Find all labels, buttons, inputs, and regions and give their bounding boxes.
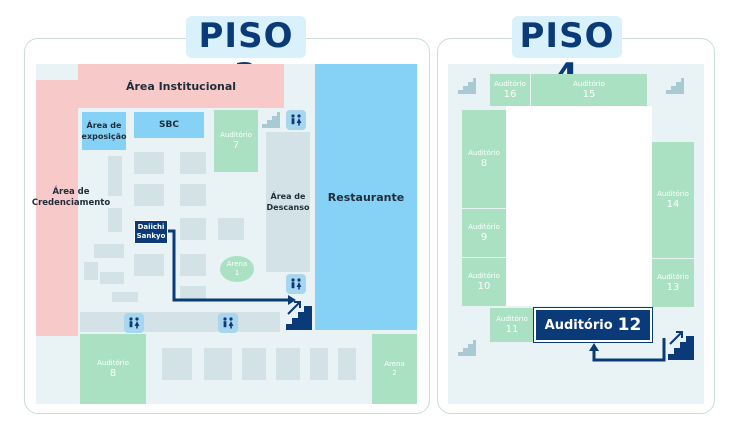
booth-block — [112, 292, 138, 302]
auditorio-7[interactable]: Auditório 7 — [214, 110, 258, 172]
booth-block — [180, 184, 206, 206]
area-descanso-label: Área de Descanso — [266, 192, 310, 212]
auditorio-15-number: 15 — [582, 89, 596, 100]
auditorio-10-number: 10 — [477, 281, 491, 292]
booth-block — [180, 152, 206, 174]
auditorio-16[interactable]: Auditório 16 — [490, 74, 530, 106]
auditorio-12-label: Auditório — [544, 317, 613, 333]
booth-block — [310, 348, 328, 380]
arena-1-number: 1 — [234, 269, 240, 277]
booth-block — [180, 254, 206, 276]
booth-block — [338, 348, 356, 380]
area-institucional[interactable]: Área Institucional — [78, 64, 284, 108]
area-credenciamento[interactable] — [36, 80, 78, 336]
auditorio-10[interactable]: Auditório 10 — [462, 258, 506, 306]
area-descanso[interactable]: Área de Descanso — [266, 132, 310, 272]
sbc-label: SBC — [159, 119, 179, 130]
area-credenciamento-text: Área de Credenciamento — [32, 180, 110, 216]
booth-block — [134, 254, 164, 276]
arena-2[interactable]: Arena 2 — [372, 334, 417, 404]
auditorio-11-label: Auditório — [496, 315, 528, 323]
restroom-icon — [286, 110, 306, 130]
booth-block — [218, 218, 244, 240]
restroom-icon — [286, 274, 306, 294]
auditorio-10-label: Auditório — [468, 272, 500, 280]
auditorio-9-label: Auditório — [468, 223, 500, 231]
booth-block — [134, 184, 164, 206]
restroom-icon — [124, 313, 144, 333]
auditorio-14-number: 14 — [666, 199, 680, 210]
auditorio-16-label: Auditório — [494, 80, 526, 88]
stairs-icon — [666, 78, 684, 94]
restaurante[interactable]: Restaurante — [315, 64, 417, 330]
booth-block — [108, 208, 122, 232]
booth-block — [180, 286, 206, 300]
booth-block — [108, 156, 122, 196]
booth-block — [180, 218, 206, 240]
auditorio-8-label: Auditório — [97, 359, 129, 367]
area-exposicao-label: Área de exposição — [81, 121, 127, 141]
booth-block — [134, 152, 164, 174]
auditorio-7-label: Auditório — [220, 131, 252, 139]
booth-block — [94, 244, 124, 258]
auditorio-14-label: Auditório — [657, 190, 689, 198]
booth-block — [242, 348, 266, 380]
auditorio-9[interactable]: Auditório 9 — [462, 209, 506, 257]
area-exposicao[interactable]: Área de exposição — [82, 112, 126, 150]
stairs-icon — [458, 340, 476, 356]
auditorio-11-number: 11 — [505, 324, 519, 335]
arena-2-label: Arena — [384, 360, 405, 368]
auditorio-8-f4-label: Auditório — [468, 149, 500, 157]
auditorio-12[interactable]: Auditório 12 — [533, 307, 653, 343]
arena-1[interactable]: Arena 1 — [220, 256, 254, 282]
area-institucional-label: Área Institucional — [125, 79, 237, 93]
auditorio-8-number: 8 — [109, 368, 117, 379]
auditorio-8-f4-number: 8 — [480, 158, 488, 169]
auditorio-13-number: 13 — [666, 282, 680, 293]
stairs-icon — [262, 112, 280, 128]
daiichi-sankyo-booth[interactable]: Daiichi Sankyo — [134, 220, 168, 244]
booth-block — [84, 262, 98, 280]
area-credenciamento-label: Área de Credenciamento — [31, 187, 111, 208]
floor4-title: PISO 4 — [512, 16, 622, 96]
arena-2-number: 2 — [392, 369, 397, 377]
auditorio-16-number: 16 — [503, 89, 517, 100]
sbc-booth[interactable]: SBC — [134, 112, 204, 138]
floor3-title: PISO 3 — [186, 16, 306, 96]
stairs-icon — [286, 300, 312, 330]
daiichi-sankyo-label: Daiichi Sankyo — [136, 223, 166, 240]
restroom-icon — [218, 313, 238, 333]
booth-block — [204, 348, 232, 380]
booth-block — [100, 272, 124, 284]
booth-block — [162, 348, 192, 380]
corridor-block — [80, 312, 280, 332]
auditorio-9-number: 9 — [480, 232, 488, 243]
stairs-icon — [668, 330, 694, 360]
auditorio-15[interactable]: Auditório 15 — [531, 74, 647, 106]
auditorio-11[interactable]: Auditório 11 — [490, 308, 534, 342]
auditorio-12-number: 12 — [617, 315, 642, 335]
auditorio-7-number: 7 — [232, 140, 240, 151]
booth-block — [276, 348, 300, 380]
floor4-central-area — [506, 106, 652, 306]
restaurante-label: Restaurante — [327, 190, 405, 204]
auditorio-14[interactable]: Auditório 14 — [652, 142, 694, 258]
stairs-icon — [458, 78, 476, 94]
auditorio-8-floor4[interactable]: Auditório 8 — [462, 110, 506, 208]
auditorio-8-floor3[interactable]: Auditório 8 — [80, 334, 146, 404]
auditorio-13[interactable]: Auditório 13 — [652, 259, 694, 307]
auditorio-15-label: Auditório — [573, 80, 605, 88]
auditorio-13-label: Auditório — [657, 273, 689, 281]
arena-1-label: Arena — [226, 260, 248, 268]
